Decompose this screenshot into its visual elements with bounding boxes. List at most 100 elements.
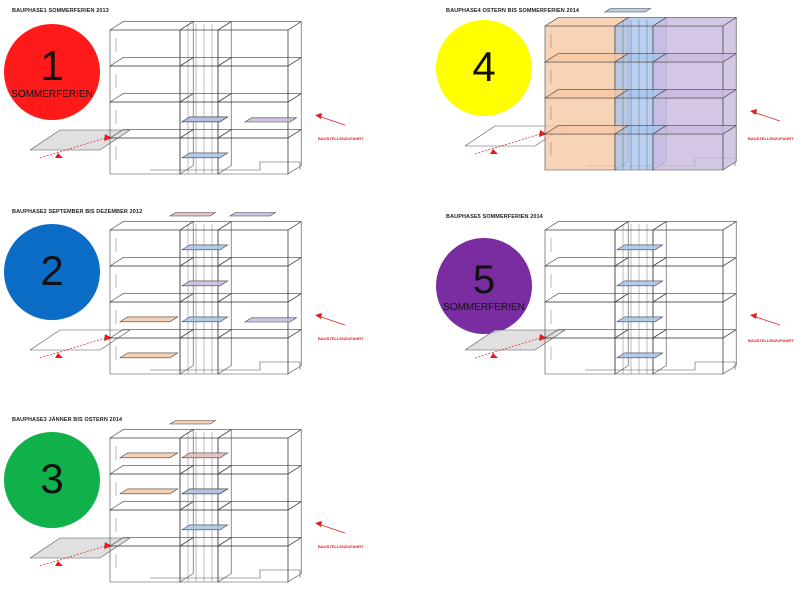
phase-badge: 2 xyxy=(4,224,100,320)
building-floor-volume-face xyxy=(613,221,668,231)
building-floor-volume xyxy=(178,221,233,267)
building-floor-volume-face xyxy=(217,129,232,175)
building-floor-volume-face xyxy=(217,437,289,475)
building-floor-volume xyxy=(108,57,195,103)
building-floor-volume xyxy=(651,125,738,171)
building-floor-volume-face xyxy=(178,293,233,303)
building-floor-volume-face xyxy=(178,129,233,139)
site-access-arrow-line xyxy=(752,315,781,326)
building-floor-volume xyxy=(216,57,303,103)
building-floor-volume xyxy=(613,257,668,303)
building-floor-volume-face xyxy=(614,221,629,267)
building-floor-volume-face xyxy=(287,257,302,303)
site-access-label: BAUSTELLENZUFAHRT xyxy=(748,136,794,141)
building-floor-volume-face xyxy=(543,293,630,303)
building-floor-volume-face xyxy=(543,17,630,27)
building-floor-volume-face xyxy=(217,21,232,67)
phase-subtitle: SOMMERFERIEN xyxy=(11,88,93,100)
site-access-arrow-head xyxy=(315,313,322,319)
site-footprint-outline xyxy=(585,361,736,371)
building-floor-volume-face xyxy=(543,89,630,99)
phase-number: 3 xyxy=(40,455,64,502)
building-floor-volume-face xyxy=(178,93,233,103)
phase-number: 2 xyxy=(40,247,64,294)
building-floor-volume xyxy=(216,329,303,375)
building-floor-volume-face xyxy=(651,221,738,231)
site-forecourt xyxy=(29,329,131,351)
site-access-label: BAUSTELLENZUFAHRT xyxy=(318,544,364,549)
roof-plate-marker xyxy=(228,212,277,217)
building-floor-volume-face xyxy=(544,133,616,171)
building-floor-volume-face xyxy=(216,501,303,511)
highlighted-floor-plate xyxy=(180,116,229,123)
building-floor-volume xyxy=(543,257,630,303)
building-floor-volume-face xyxy=(109,29,181,67)
site-forecourt xyxy=(464,329,566,351)
building-floor-volume xyxy=(651,293,738,339)
access-arrow-head xyxy=(55,153,63,158)
highlighted-floor-plate xyxy=(180,488,229,495)
building-floor-volume-face xyxy=(108,93,195,103)
phase-title: BAUPHASE3 JÄNNER BIS OSTERN 2014 xyxy=(12,417,123,423)
building-floor-volume xyxy=(651,329,738,375)
building-floor-volume-face xyxy=(217,509,289,547)
building-floor-volume-face xyxy=(651,89,738,99)
building-floor-volume-face xyxy=(651,53,738,63)
building-axonometric-drawing xyxy=(29,420,346,583)
building-floor-volume-face xyxy=(179,545,219,583)
building-floor-volume-face xyxy=(217,545,289,583)
highlighted-floor-plate xyxy=(118,488,179,495)
access-arrow-head xyxy=(539,334,547,341)
site-forecourt xyxy=(29,537,131,559)
highlighted-floor-plate xyxy=(180,280,229,287)
access-arrow-head xyxy=(55,353,63,358)
site-access-arrow-head xyxy=(315,113,322,119)
building-floor-volume xyxy=(651,89,738,135)
building-floor-volume-face xyxy=(652,133,724,171)
building-floor-volume-face xyxy=(216,257,303,267)
building-floor-volume xyxy=(108,465,195,511)
building-floor-volume-face xyxy=(287,537,302,583)
building-floor-volume-face xyxy=(614,133,654,171)
building-floor-volume-face xyxy=(722,221,737,267)
highlighted-floor-plate xyxy=(180,316,229,323)
access-arrow-head xyxy=(539,130,547,137)
building-floor-volume-face xyxy=(217,337,289,375)
building-floor-volume-face xyxy=(722,329,737,375)
building-floor-volume-face xyxy=(287,501,302,547)
site-access-arrow-line xyxy=(317,115,346,126)
building-floor-volume xyxy=(108,537,195,583)
building-floor-volume xyxy=(216,501,303,547)
highlighted-floor-plate xyxy=(615,316,664,323)
highlighted-floor-plate xyxy=(180,244,229,251)
access-arrow-head xyxy=(490,353,498,358)
building-floor-volume-face xyxy=(179,57,194,103)
building-floor-volume-face xyxy=(287,93,302,139)
site-access-arrow-head xyxy=(750,313,757,319)
building-floor-volume-face xyxy=(543,257,630,267)
building-floor-volume-face xyxy=(216,465,303,475)
building-floor-volume-face xyxy=(216,21,303,31)
building-floor-volume-face xyxy=(178,221,233,231)
building-floor-volume-face xyxy=(652,221,667,267)
building-floor-volume xyxy=(651,53,738,99)
building-axonometric-drawing xyxy=(464,8,781,171)
building-floor-volume-face xyxy=(287,129,302,175)
highlighted-side-plate xyxy=(243,117,298,123)
building-floor-volume xyxy=(651,221,738,267)
phase-number: 5 xyxy=(472,257,496,302)
phase-2-panel: BAUPHASE2 SEPTEMBER BIS DEZEMBER 2012 2 … xyxy=(0,200,400,396)
building-floor-volume-face xyxy=(216,129,303,139)
building-floor-volume-face xyxy=(108,329,195,339)
phase-4-panel: BAUPHASE4 OSTERN BIS SOMMERFERIEN 2014 4… xyxy=(430,0,800,196)
highlighted-side-plate xyxy=(243,317,298,323)
highlighted-floor-plate xyxy=(180,452,229,459)
phase-badge: 4 xyxy=(436,20,532,116)
building-floor-volume-face xyxy=(651,329,738,339)
building-floor-volume-face xyxy=(108,293,195,303)
phase-badge: 1 SOMMERFERIEN xyxy=(4,24,100,120)
building-floor-volume-face xyxy=(217,65,289,103)
site-footprint-outline xyxy=(150,361,301,371)
phase-title: BAUPHASE4 OSTERN BIS SOMMERFERIEN 2014 xyxy=(446,8,580,14)
building-floor-volume xyxy=(178,129,233,175)
